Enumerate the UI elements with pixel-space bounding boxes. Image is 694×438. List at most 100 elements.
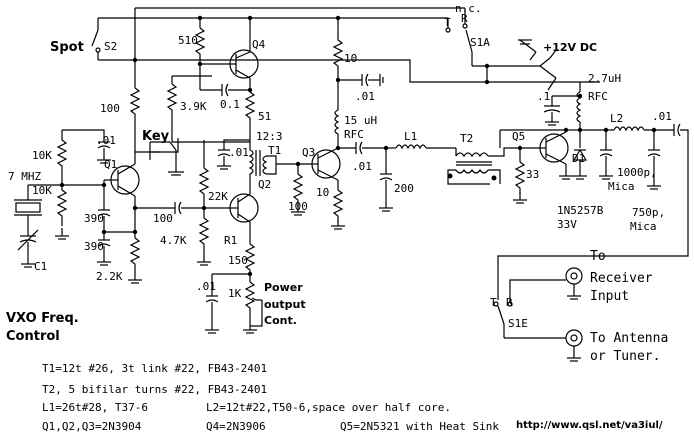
- label-q2: Q2: [258, 178, 271, 191]
- resistor-2.2k: [128, 232, 142, 284]
- label-r10: 10: [344, 52, 357, 65]
- resistor-100-left: [129, 60, 179, 153]
- note-l2: L2=12t#22,T50-6,space over half core.: [206, 401, 451, 414]
- label-spot: Spot: [50, 40, 84, 55]
- resistor-4.7k: [197, 208, 211, 266]
- label-mica1: Mica: [608, 180, 635, 193]
- note-l1: L1=26t#28, T37-6: [42, 401, 148, 414]
- label-r22k: 22K: [208, 190, 228, 203]
- source-url: http://www.qsl.net/va3iul/: [516, 420, 663, 431]
- switch-s1a: [445, 23, 490, 85]
- label-r10k-a: 10K: [32, 149, 52, 162]
- label-t2: T2: [460, 132, 473, 145]
- resistor-r1-150: [212, 240, 256, 282]
- label-r1k: 1K: [228, 287, 242, 300]
- note-t1: T1=12t #26, 3t link #22, FB43-2401: [42, 362, 267, 375]
- label-l27: 2.7uH: [588, 72, 621, 85]
- antenna-connector: [565, 329, 583, 362]
- label-r10-q3: 10: [316, 186, 329, 199]
- transistor-q5: [520, 127, 573, 180]
- resistor-51: [244, 91, 256, 138]
- label-q1: Q1: [104, 158, 117, 171]
- label-t-s1e: T: [490, 296, 497, 309]
- capacitor-01-t1: [217, 139, 250, 170]
- potentiometer-1k: [243, 281, 263, 334]
- label-ratio: 12:3: [256, 130, 283, 143]
- label-r10k-b: 10K: [32, 184, 52, 197]
- label-c1000: 1000p,: [617, 166, 657, 179]
- label-vxo: VXO Freq.: [6, 311, 79, 326]
- label-cont: Cont.: [264, 314, 297, 327]
- label-c01-c: .01: [352, 160, 372, 173]
- capacitor-01-r1: [205, 274, 219, 334]
- note-q4: Q4=2N3906: [206, 420, 266, 433]
- resistor-22k: [198, 140, 210, 211]
- label-r100: 100: [100, 102, 120, 115]
- label-key: Key: [142, 129, 170, 144]
- label-tuner: or Tuner.: [590, 349, 660, 364]
- diode-d1: [572, 127, 588, 180]
- label-nc: n.c.: [455, 2, 482, 15]
- resistor-100-q3: [291, 161, 305, 216]
- label-rfc-mid: RFC: [344, 128, 364, 141]
- label-q3: Q3: [302, 146, 315, 159]
- capacitor-390-b: [97, 232, 111, 266]
- top-supply-rail: [98, 7, 600, 83]
- label-output: output: [264, 298, 306, 311]
- receiver-connector: [565, 267, 583, 300]
- resistor-33: [513, 145, 527, 204]
- capacitor-0.1: [199, 64, 253, 97]
- label-l2: L2: [610, 112, 623, 125]
- label-c200: 200: [394, 182, 414, 195]
- label-t-s1a: T: [444, 16, 451, 29]
- capacitor-c1-variable: [17, 229, 39, 268]
- inductor-l1: [386, 144, 456, 150]
- label-d1part: 1N5257B: [557, 204, 604, 217]
- label-c750: 750p,: [632, 206, 665, 219]
- label-mica2: Mica: [630, 220, 657, 233]
- note-q123: Q1,Q2,Q3=2N3904: [42, 420, 142, 433]
- note-q5: Q5=2N5321 with Heat Sink: [340, 420, 499, 433]
- label-receiver: Receiver: [590, 271, 653, 286]
- label-power: Power: [264, 281, 303, 294]
- label-c01-b: .01: [229, 146, 249, 159]
- label-c01-a: .01: [96, 134, 116, 147]
- label-to: To: [590, 249, 606, 264]
- capacitor-100-coupling: [132, 201, 232, 215]
- label-r47k: 4.7K: [160, 234, 187, 247]
- crystal-7mhz: [14, 184, 62, 236]
- label-c01-out: .01: [652, 110, 672, 123]
- transistor-q1: [104, 152, 140, 232]
- label-r22k-b: 2.2K: [96, 270, 123, 283]
- label-s1e: S1E: [508, 317, 528, 330]
- label-r-s1e: R: [506, 296, 513, 309]
- label-d1: D1: [572, 152, 585, 165]
- label-input: Input: [590, 289, 629, 304]
- label-t1: T1: [268, 144, 281, 157]
- capacitor-390-a: [97, 185, 138, 235]
- note-t2: T2, 5 bifilar turns #22, FB43-2401: [42, 383, 267, 396]
- label-c390a: 390: [84, 212, 104, 225]
- label-antenna: To Antenna: [590, 331, 668, 346]
- label-s1a: S1A: [470, 36, 490, 49]
- label-r100-q3: 100: [288, 200, 308, 213]
- label-r150: 150: [228, 254, 248, 267]
- label-r-s1a: R: [461, 12, 468, 25]
- label-r51: 51: [258, 110, 271, 123]
- label-c01-r1: .01: [196, 280, 216, 293]
- label-l15: 15 uH: [344, 114, 377, 127]
- switch-s1e: [493, 279, 566, 339]
- label-c1-rfc: .1: [537, 90, 550, 103]
- label-rfc-top: RFC: [588, 90, 608, 103]
- rfc-2.7uh: [543, 82, 583, 130]
- label-c01-q4: 0.1: [220, 98, 240, 111]
- label-r1: R1: [224, 234, 237, 247]
- resistor-10k-a: [56, 130, 68, 185]
- capacitor-01-output: [497, 123, 689, 300]
- label-control: Control: [6, 329, 60, 344]
- label-r33: 33: [526, 168, 539, 181]
- capacitor-750p: [647, 127, 661, 190]
- label-d1v: 33V: [557, 218, 577, 231]
